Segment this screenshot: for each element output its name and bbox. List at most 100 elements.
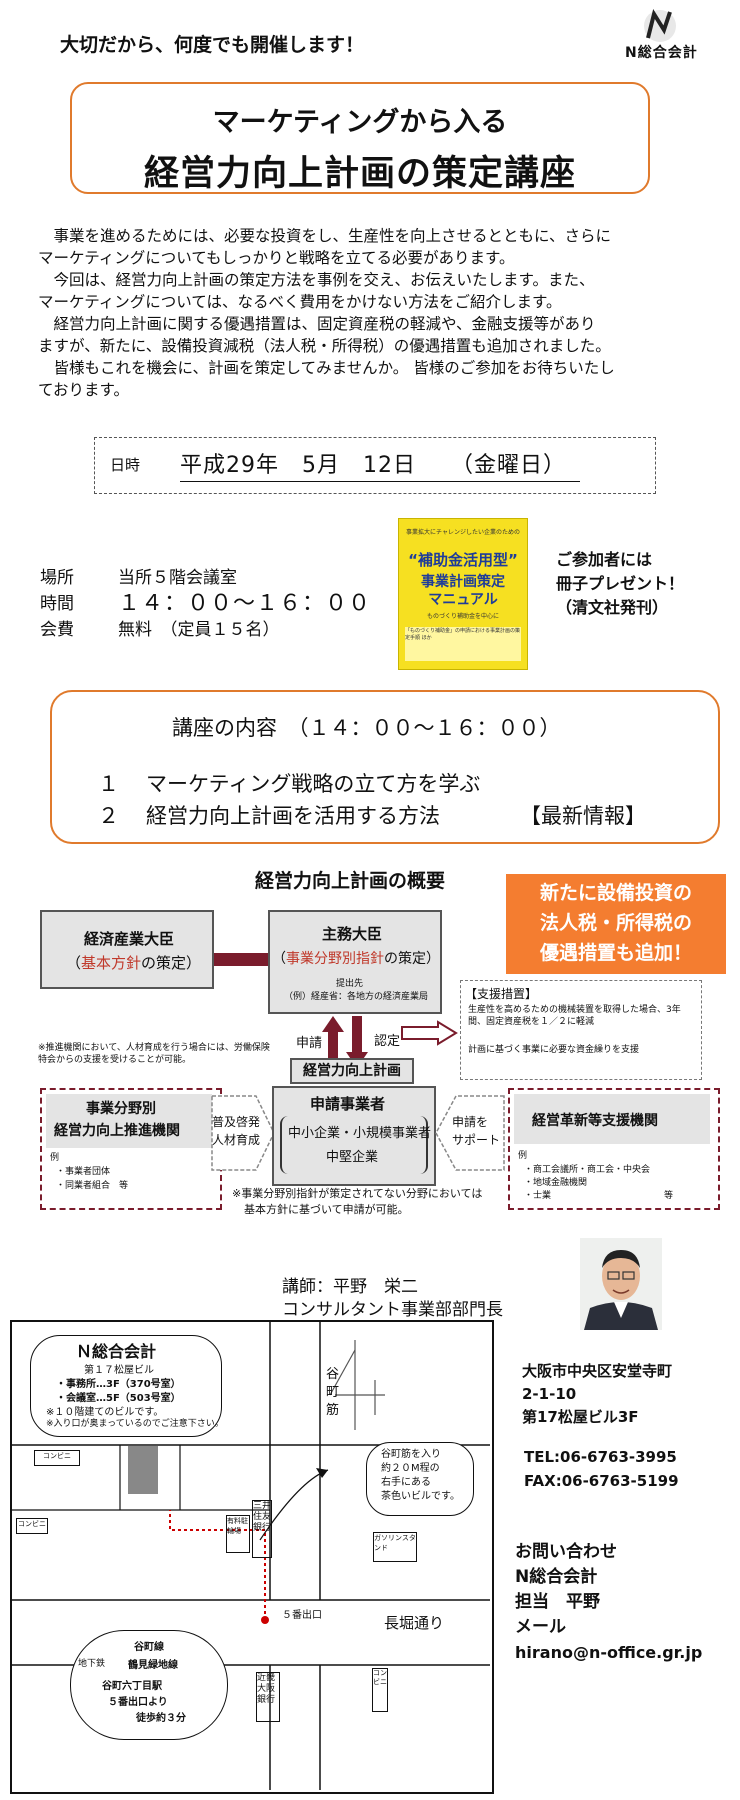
left-arrow-text: 普及啓発 人材育成 — [212, 1113, 260, 1149]
access-map — [10, 1320, 494, 1794]
map-note2: ※入り口が奥まっているのでご注意下さい。 — [46, 1419, 224, 1429]
right-arrow-icon — [435, 1095, 505, 1171]
intro-text: 事業を進めるためには、必要な投資をし、生産性を向上させるとともに、さらに マーケ… — [38, 225, 718, 401]
minister-policy-red: 事業分野別指針 — [286, 951, 384, 967]
minister-title: 主務大臣 — [322, 925, 383, 943]
intro-line: 事業を進めるためには、必要な投資をし、生産性を向上させるとともに、さらに — [38, 227, 612, 245]
book-title2: 事業計画策定 — [421, 574, 505, 590]
book-cover: 事業拡大にチャレンジしたい企業のための “補助金活用型” 事業計画策定 マニュア… — [398, 518, 528, 670]
meti-title: 経済産業大臣 — [84, 930, 175, 948]
fax: FAX:06-6763-5199 — [524, 1472, 679, 1490]
contact-person: 担当 平野 — [515, 1592, 600, 1612]
map-office-name: Ｎ総合会計 — [76, 1342, 157, 1361]
support-item2: 計画に基づく事業に必要な資金繰りを支援 — [468, 1045, 640, 1055]
course-heading: 講座の内容 （１４：００～１６：００） — [172, 716, 561, 740]
book-top-text: 事業拡大にチャレンジしたい企業のための — [406, 529, 520, 536]
right-org-title: 経営革新等支援機関 — [532, 1113, 658, 1129]
minister-policy: （事業分野別指針の策定） — [272, 948, 440, 968]
map-roads — [10, 1320, 490, 1790]
address-line: 大阪市中央区安堂寺町 — [522, 1362, 673, 1380]
intro-line: マーケティングについては、なるべく費用をかけない方法をご紹介します。 — [38, 293, 562, 311]
map-street-v: 谷町筋 — [326, 1367, 340, 1418]
callout-line: 茶色いビルです。 — [381, 1491, 460, 1502]
applicant-title: 申請事業者 — [310, 1095, 386, 1113]
right-arrow-line: 申請を — [452, 1115, 489, 1129]
date-label: 日時 — [110, 456, 141, 474]
right-ex3: ・士業 — [524, 1191, 552, 1201]
fee-label: 会費 — [40, 620, 74, 640]
map-meeting-floor: ・会議室…5F（503号室） — [56, 1393, 181, 1404]
support-item1: 生産性を高めるための機械装置を取得した場合、3年間、固定資産税を１／２に軽減 — [468, 1005, 681, 1027]
map-gas: ガソリンスタンド — [373, 1532, 417, 1562]
title-line2: 経営力向上計画の策定講座 — [143, 154, 576, 194]
left-ex-label: 例 — [50, 1153, 60, 1163]
lecturer-info: 講師：平野 栄二 コンサルタント事業部部門長 — [282, 1276, 503, 1322]
course-item-tag: 【最新情報】 — [520, 804, 646, 828]
gift-line: ご参加者には — [556, 550, 653, 569]
right-arrow-text: 申請を サポート — [452, 1113, 500, 1149]
minister-box — [268, 910, 442, 1014]
banner-text: 新たに設備投資の 法人税・所得税の 優遇措置も追加！ — [506, 878, 726, 968]
n-logo-icon — [644, 8, 676, 42]
right-ex-label: 例 — [518, 1151, 528, 1161]
meti-box — [40, 910, 214, 989]
submit-example: （例）経産省：各地方の経済産業局 — [284, 992, 429, 1002]
new-measure-banner — [506, 874, 726, 974]
map-bike: 有料駐輪場 — [226, 1515, 250, 1553]
callout-line: 谷町筋を入り — [381, 1449, 441, 1460]
address-line: 2-1-10 — [522, 1385, 577, 1403]
connector-bar — [212, 953, 268, 966]
gift-line: 冊子プレゼント！ — [556, 574, 685, 593]
note-promotion: ※推進機関において、人材育成を行う場合には、労働保険特会からの支援を受けることが… — [38, 1043, 270, 1065]
paren: （ — [66, 954, 82, 972]
meti-policy-suffix: の策定） — [141, 954, 202, 972]
address: 大阪市中央区安堂寺町 2-1-10 第17松屋ビル3F — [522, 1360, 672, 1429]
contact-company: N総合会計 — [515, 1567, 598, 1587]
intro-line: ております。 — [38, 381, 129, 399]
lecturer-photo — [580, 1238, 662, 1330]
station-subway: 地下鉄 — [78, 1659, 106, 1669]
gift-text: ご参加者には 冊子プレゼント！ （清文社発刊） — [556, 548, 684, 620]
book-bottom-text: 「ものづくり補助金」の申請における事業計画の策定手順 ほか — [405, 627, 521, 661]
map-note1: ※１０階建てのビルです。 — [46, 1407, 164, 1418]
course-item-no: ２ — [98, 804, 119, 828]
book-title1: “補助金活用型” — [408, 551, 518, 569]
map-exit: ５番出口 — [282, 1610, 322, 1621]
gift-line: （清文社発刊） — [556, 598, 669, 617]
course-item-text: マーケティング戦略の立て方を学ぶ — [146, 772, 481, 796]
callout-text: 谷町筋を入り 約２０M程の 右手にある 茶色いビルです。 — [381, 1448, 460, 1504]
station-walk: 徒歩約３分 — [136, 1713, 186, 1724]
minister-policy-suffix: の策定） — [384, 951, 440, 967]
left-ex2: ・同業者組合 等 — [56, 1181, 129, 1191]
tel[interactable]: TEL:06-6763-3995 — [524, 1448, 677, 1466]
map-conv3: コンビニ — [372, 1668, 388, 1712]
banner-line: 優遇措置も追加！ — [539, 942, 692, 964]
lecturer-name: 講師：平野 栄二 — [282, 1277, 418, 1297]
note-line: 基本方針に基づいて申請が可能。 — [244, 1203, 409, 1216]
right-arrow-line: サポート — [452, 1133, 501, 1147]
course-item-text: 経営力向上計画を活用する方法 — [146, 804, 440, 828]
banner-line: 法人税・所得税の — [539, 912, 692, 934]
map-conv2: コンビニ — [16, 1518, 48, 1534]
date-box — [94, 437, 656, 494]
right-org-header — [514, 1094, 710, 1144]
contact-email-link[interactable]: hirano@n-office.gr.jp — [515, 1643, 703, 1662]
contact-mail-label: メール — [515, 1617, 566, 1637]
book-title3: マニュアル — [428, 592, 498, 608]
contact-heading: お問い合わせ — [515, 1542, 617, 1562]
station-callout — [70, 1630, 228, 1740]
intro-line: ますが、新たに、設備投資減税（法人税・所得税）の優遇措置も追加されました。 — [38, 337, 611, 355]
office-callout — [30, 1335, 222, 1437]
title-line1: マーケティングから入る — [212, 107, 508, 138]
map-conv1: コンビニ — [34, 1450, 80, 1466]
left-arrow-icon — [211, 1095, 275, 1171]
building-callout — [366, 1442, 474, 1516]
place-label: 場所 — [40, 568, 74, 588]
map-bank1: 三井住友銀行 — [252, 1500, 272, 1558]
right-ex4: 等 — [664, 1191, 674, 1201]
map-street-h: 長堀通り — [384, 1614, 445, 1632]
support-title: 【支援措置】 — [465, 987, 538, 1001]
station-name: 谷町六丁目駅 — [102, 1681, 162, 1692]
meti-policy: （基本方針の策定） — [66, 952, 201, 973]
callout-line: 右手にある — [381, 1477, 431, 1488]
